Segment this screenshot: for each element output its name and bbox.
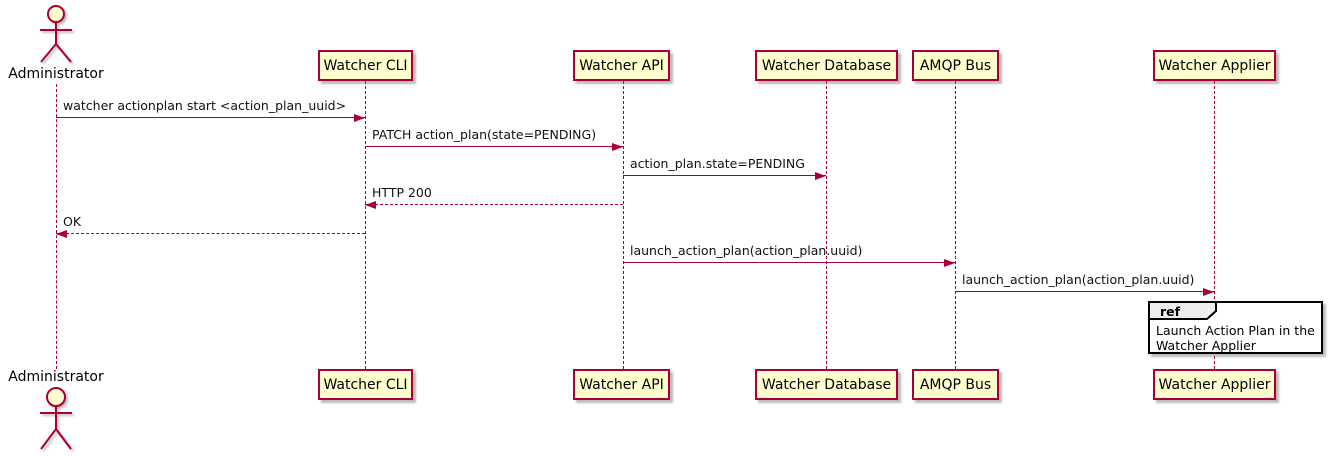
ref-tab-shape [1148, 301, 1217, 320]
participant-watcher-cli-bottom: Watcher CLI [318, 369, 413, 400]
message-label: launch_action_plan(action_plan.uuid) [630, 243, 863, 258]
message-label: launch_action_plan(action_plan.uuid) [962, 272, 1195, 287]
lifeline-watcher-cli [365, 81, 366, 369]
message-actionplan-start: watcher actionplan start <action_plan_uu… [56, 98, 365, 122]
arrowhead-icon [1203, 288, 1214, 296]
message-line [623, 262, 955, 263]
ref-fragment: ref Launch Action Plan in the Watcher Ap… [1148, 301, 1323, 354]
participant-watcher-api-bottom: Watcher API [573, 369, 670, 400]
lifeline-watcher-api [623, 81, 624, 369]
arrowhead-icon [815, 172, 826, 180]
arrowhead-icon [612, 143, 623, 151]
participant-amqp-bus-top: AMQP Bus [912, 50, 999, 81]
ref-text: Launch Action Plan in the Watcher Applie… [1156, 323, 1315, 353]
lifeline-watcher-database [826, 81, 827, 369]
participant-watcher-database-bottom: Watcher Database [755, 369, 898, 400]
message-line [56, 233, 365, 234]
arrowhead-icon [354, 114, 365, 122]
participant-watcher-applier-bottom: Watcher Applier [1153, 369, 1276, 400]
participant-watcher-api-top: Watcher API [573, 50, 670, 81]
message-line [955, 291, 1214, 292]
message-action-plan-state: action_plan.state=PENDING [623, 156, 826, 180]
arrowhead-icon [56, 230, 67, 238]
ref-keyword: ref [1160, 304, 1181, 319]
lifeline-amqp-bus [955, 81, 956, 369]
ref-text-line1: Launch Action Plan in the [1156, 323, 1315, 338]
message-line [623, 175, 826, 176]
participant-watcher-cli-top: Watcher CLI [318, 50, 413, 81]
participant-watcher-applier-top: Watcher Applier [1153, 50, 1276, 81]
actor-label-administrator-top: Administrator [8, 66, 104, 82]
arrowhead-icon [365, 201, 376, 209]
message-ok: OK [56, 214, 365, 238]
message-line [56, 117, 365, 118]
message-launch-action-plan-amqp: launch_action_plan(action_plan.uuid) [623, 243, 955, 267]
message-line [365, 146, 623, 147]
message-launch-action-plan-applier: launch_action_plan(action_plan.uuid) [955, 272, 1214, 296]
message-label: OK [63, 214, 82, 229]
lifeline-administrator [56, 84, 57, 369]
message-label: PATCH action_plan(state=PENDING) [372, 127, 597, 142]
message-http-200: HTTP 200 [365, 185, 623, 209]
lifeline-watcher-applier [1214, 81, 1215, 369]
message-line [365, 204, 623, 205]
arrowhead-icon [944, 259, 955, 267]
message-label: action_plan.state=PENDING [630, 156, 805, 171]
message-label: HTTP 200 [372, 185, 432, 200]
participant-amqp-bus-bottom: AMQP Bus [912, 369, 999, 400]
ref-text-line2: Watcher Applier [1156, 338, 1256, 353]
participant-watcher-database-top: Watcher Database [755, 50, 898, 81]
administrator-actor-icon [40, 5, 72, 63]
administrator-actor-icon-bottom [40, 387, 72, 450]
message-label: watcher actionplan start <action_plan_uu… [63, 98, 347, 113]
message-patch-action-plan: PATCH action_plan(state=PENDING) [365, 127, 623, 151]
actor-label-administrator-bottom: Administrator [8, 369, 104, 385]
